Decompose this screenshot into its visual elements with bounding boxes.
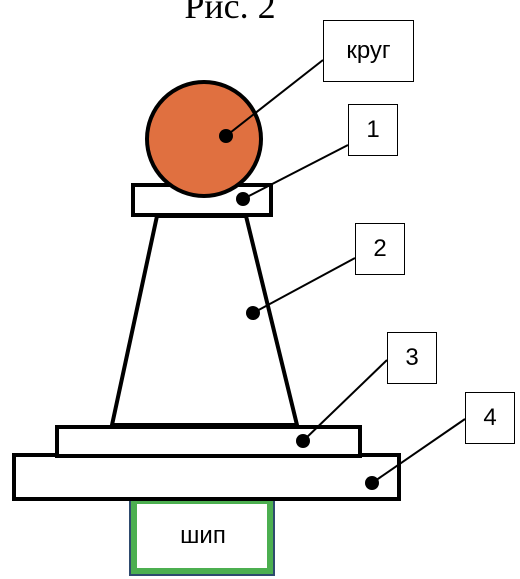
spike-label: шип [180,522,226,549]
leader-dot-2 [246,306,260,320]
base-plate-4 [12,453,401,501]
callout-ball: круг [323,20,414,82]
callout-3: 3 [387,332,437,384]
leader-line-2 [252,257,356,314]
spike-box [131,498,273,574]
leader-dot-3 [296,434,310,448]
leader-line-3 [302,359,388,442]
leader-dot-ball [219,129,233,143]
leader-dot-1 [236,192,250,206]
leader-line-4 [371,418,466,484]
leader-line-1 [242,144,349,200]
callout-1: 1 [348,104,398,156]
ball-circle [145,80,263,198]
leader-line-ball [225,59,324,137]
callout-2: 2 [355,223,405,275]
leader-dot-4 [365,476,379,490]
figure-title: Рис. 2 [184,0,276,26]
cone-body-2 [109,214,300,427]
callout-4: 4 [465,392,515,444]
plate-3 [55,425,362,458]
